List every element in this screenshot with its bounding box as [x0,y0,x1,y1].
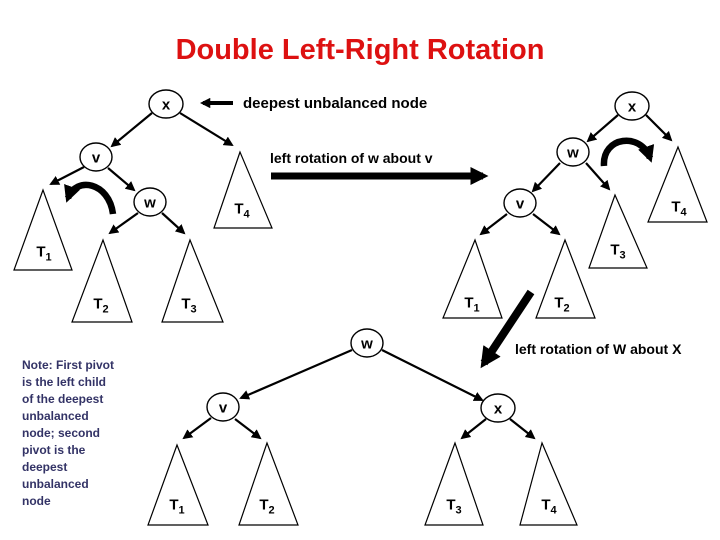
before-node-v-label: v [91,149,101,167]
middle-subtree-t2-triangle [535,238,596,319]
before-node-x-circle [148,89,184,119]
middle-edge-x-w [586,114,619,143]
deepest-unbalanced-label: deepest unbalanced node [243,95,428,112]
middle-subtree-t1-triangle [442,238,503,319]
before-node-v-circle [79,142,113,172]
before-edge-x-v [110,112,153,148]
note-line: is the left child [22,375,107,389]
note-line: unbalanced [22,409,89,423]
after-node-x-label: x [493,400,503,418]
after-t3-label: T3 [446,496,462,517]
after-node-w-label: w [361,335,373,353]
middle-node-w-circle [556,137,590,167]
middle-node-v-label: v [515,195,525,213]
after-edge-v-t1 [182,417,212,440]
note-line: unbalanced [22,477,89,491]
note-text: Note: First pivot is the left child of t… [22,357,142,510]
middle-edge-v-t2 [532,213,561,236]
before-t3-label: T3 [181,295,197,316]
after-subtree-t2-triangle [238,441,299,526]
note-line: of the deepest [22,392,104,406]
ccw-rotation-arc-icon [64,181,117,215]
after-subtree-t1-triangle [147,443,209,526]
before-edge-v-t1 [49,166,85,185]
after-edge-x-t4 [509,418,536,440]
middle-edge-x-t4 [645,114,673,142]
middle-subtree-t4-triangle [647,145,708,223]
cw-rotation-arc-icon [600,137,655,167]
before-edge-w-t2 [108,212,139,235]
before-node-w-circle [133,187,167,217]
note-line: Note: First pivot [22,358,114,372]
before-subtree-t2-triangle [71,238,133,323]
before-node-x-label: x [161,96,171,114]
middle-subtree-t3-triangle [588,193,648,269]
after-edge-v-t2 [234,418,262,440]
after-node-w-circle [350,328,384,358]
middle-edge-v-t1 [479,213,508,236]
before-t4-label: T4 [234,200,250,221]
before-edge-v-w [107,167,136,192]
note-line: node; second [22,426,101,440]
after-node-v-circle [206,392,240,422]
rotation2-label: left rotation of W about X [515,341,682,357]
middle-edge-w-t3 [585,162,611,191]
step2-transition-arrow [480,289,535,369]
before-t2-label: T2 [93,295,109,316]
after-t1-label: T1 [169,496,185,517]
before-subtree-t4-triangle [213,150,273,229]
slide-title: Double Left-Right Rotation [175,34,545,66]
middle-node-w-label: w [567,144,579,162]
note-line: deepest [22,460,68,474]
middle-node-x-circle [614,91,650,121]
note-line: node [22,494,51,508]
after-subtree-t3-triangle [424,441,484,526]
after-subtree-t4-triangle [519,441,578,526]
after-node-v-label: v [218,399,228,417]
before-node-w-label: w [144,194,156,212]
middle-t1-label: T1 [464,294,480,315]
middle-t3-label: T3 [610,241,626,262]
after-t2-label: T2 [259,496,275,517]
note-line: pivot is the [22,443,86,457]
middle-t2-label: T2 [554,294,570,315]
after-edge-x-t3 [460,418,487,440]
middle-node-v-circle [503,188,537,218]
middle-node-x-label: x [627,98,637,116]
before-t1-label: T1 [36,243,52,264]
before-subtree-t3-triangle [161,238,224,323]
after-node-x-circle [480,393,516,423]
after-t4-label: T4 [541,496,557,517]
middle-edge-w-v [531,162,561,193]
middle-t4-label: T4 [671,198,687,219]
after-edge-w-v [239,348,353,400]
before-subtree-t1-triangle [13,188,73,271]
after-edge-w-x [381,349,484,401]
before-edge-x-t4 [179,112,234,147]
before-edge-w-t3 [161,212,186,235]
rotation1-label: left rotation of w about v [270,150,433,166]
